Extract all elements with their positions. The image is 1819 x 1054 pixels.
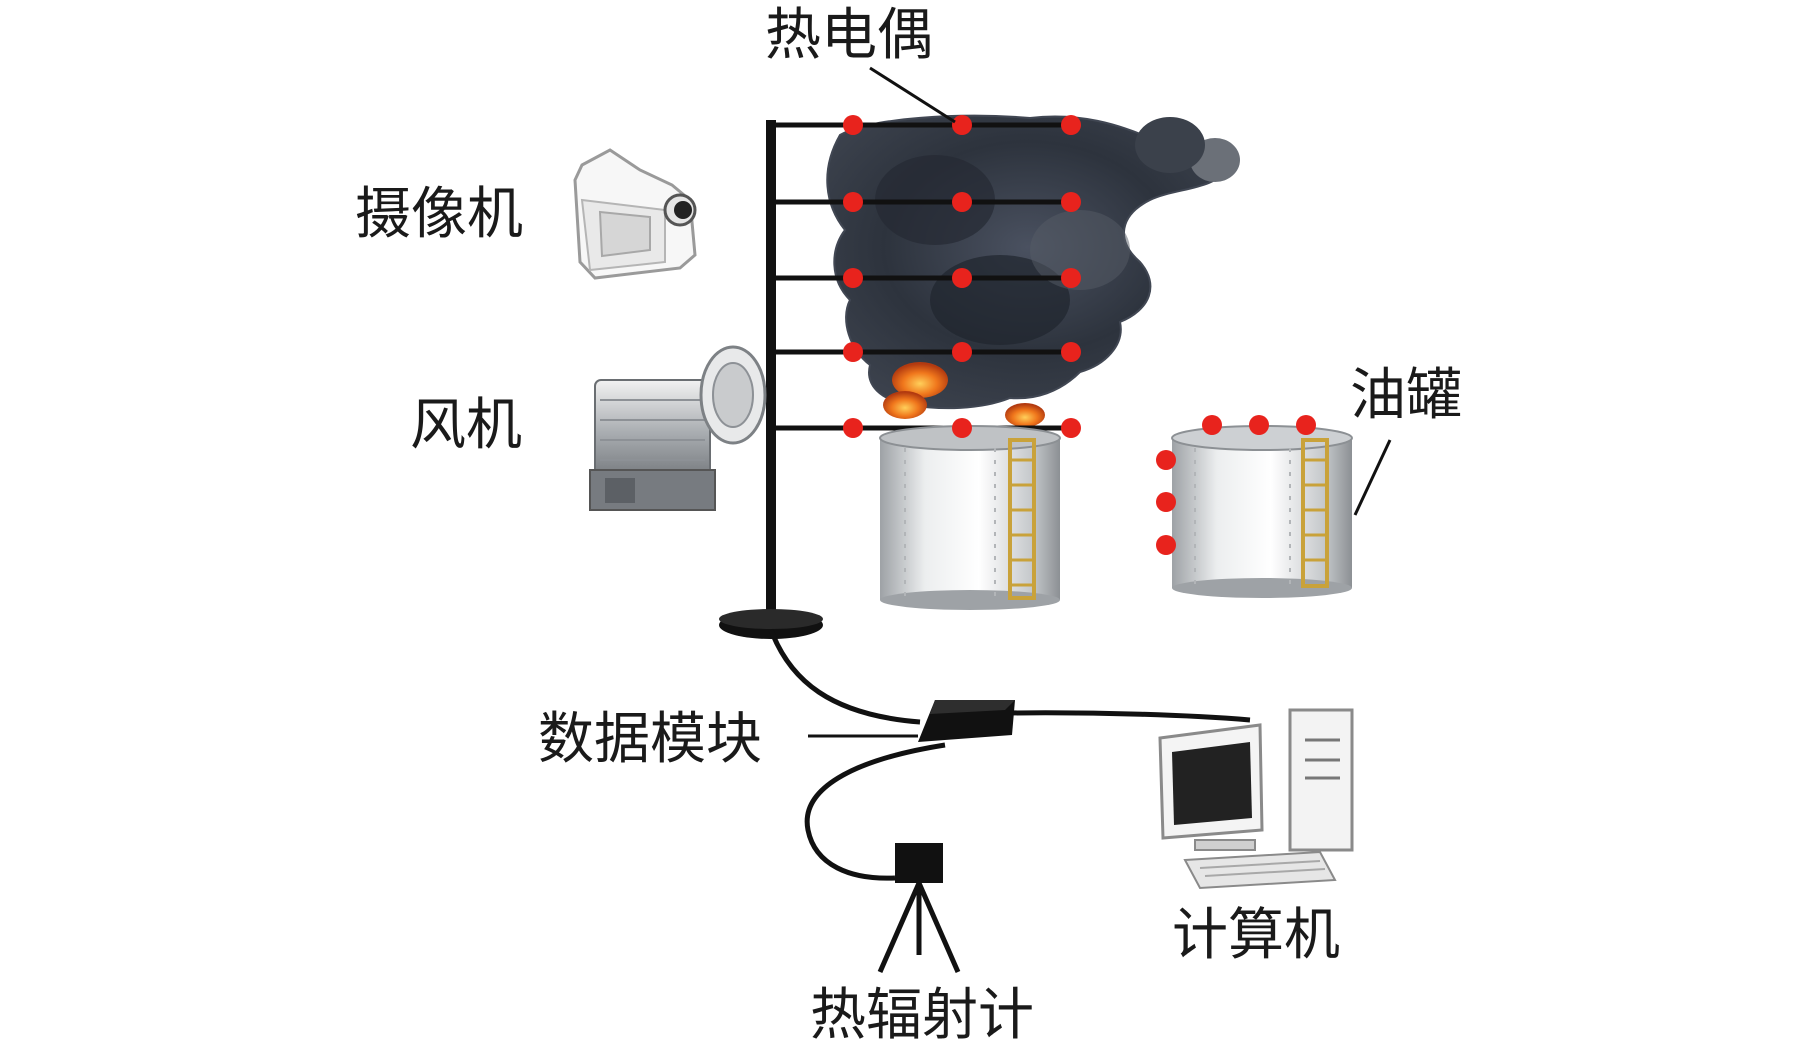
oil-tank-label: 油罐 — [1350, 363, 1462, 428]
cables — [768, 629, 1251, 881]
oil-tank-icon — [1171, 425, 1353, 598]
data-module-icon — [918, 700, 1015, 742]
flame — [883, 362, 1045, 427]
camera-label: 摄像机 — [355, 182, 523, 247]
data-module-label: 数据模块 — [538, 707, 762, 772]
smoke-plume — [826, 114, 1240, 410]
leader-lines — [808, 66, 1392, 738]
camera-icon — [573, 148, 697, 280]
thermocouple-label: 热电偶 — [765, 3, 933, 68]
radiometer-label: 热辐射计 — [810, 983, 1034, 1048]
fan-label: 风机 — [410, 393, 522, 458]
computer-icon — [1158, 708, 1354, 890]
burning-tank — [879, 425, 1061, 610]
sensor-points — [843, 115, 1316, 555]
fan-icon — [589, 345, 767, 511]
radiometer-icon — [877, 843, 961, 974]
computer-label: 计算机 — [1172, 903, 1340, 968]
